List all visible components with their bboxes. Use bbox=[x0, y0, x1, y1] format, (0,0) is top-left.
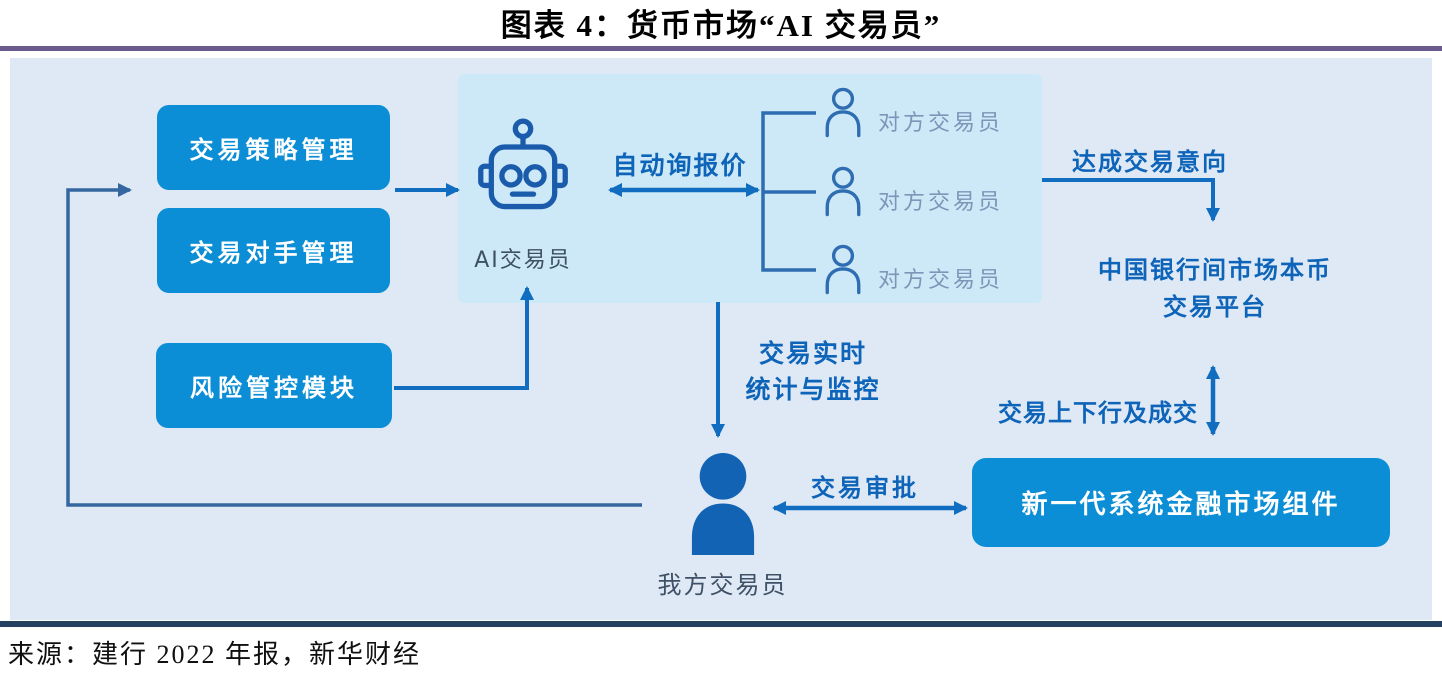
monitor-label-line1: 交易实时 bbox=[758, 339, 867, 368]
our-trader-node: 我方交易员 bbox=[655, 452, 790, 600]
person-outline-icon bbox=[825, 166, 861, 217]
robot-icon bbox=[478, 118, 568, 210]
quote-label: 自动询报价 bbox=[612, 151, 748, 180]
module-risk: 风险管控模块 bbox=[156, 343, 392, 428]
platform-label: 中国银行间市场本币 交易平台 bbox=[1090, 252, 1340, 326]
person-outline-icon bbox=[825, 87, 861, 138]
counterparty-row: 对方交易员 bbox=[820, 85, 1003, 141]
figure-title: 图表 4：货币市场“AI 交易员” bbox=[500, 8, 942, 43]
platform-label-line1: 中国银行间市场本币 bbox=[1098, 256, 1332, 284]
counterparty-row: 对方交易员 bbox=[820, 164, 1003, 220]
figure-bottom-divider bbox=[0, 621, 1442, 627]
module-counterparty: 交易对手管理 bbox=[157, 208, 390, 293]
counterparty-label: 对方交易员 bbox=[878, 268, 1004, 293]
module-counterparty-label: 交易对手管理 bbox=[189, 239, 358, 267]
system-component-box: 新一代系统金融市场组件 bbox=[972, 458, 1390, 547]
system-component-label: 新一代系统金融市场组件 bbox=[1021, 490, 1341, 520]
monitor-label-line2: 统计与监控 bbox=[745, 375, 881, 404]
diagram-canvas: 交易策略管理 交易对手管理 风险管控模块 AI交易员 自动询报价 bbox=[10, 58, 1432, 620]
counterparty-row: 对方交易员 bbox=[820, 242, 1003, 298]
counterparty-label: 对方交易员 bbox=[878, 111, 1004, 136]
person-solid-icon bbox=[691, 452, 754, 555]
intent-elbow-arrow bbox=[1042, 178, 1220, 222]
ai-trader-node: AI交易员 bbox=[471, 118, 575, 274]
person-outline-icon bbox=[825, 244, 861, 295]
platform-label-line2: 交易平台 bbox=[1163, 293, 1267, 321]
intent-label: 达成交易意向 bbox=[1072, 148, 1228, 176]
risk-to-ai-arrow bbox=[394, 286, 534, 390]
ai-trader-label: AI交易员 bbox=[474, 248, 572, 273]
module-risk-label: 风险管控模块 bbox=[190, 374, 358, 402]
approval-label: 交易审批 bbox=[811, 474, 919, 502]
monitor-label: 交易实时 统计与监控 bbox=[733, 336, 893, 408]
title-divider bbox=[0, 46, 1442, 51]
updown-label: 交易上下行及成交 bbox=[998, 399, 1198, 427]
counterparty-label: 对方交易员 bbox=[878, 190, 1004, 215]
source-note: 来源：建行 2022 年报，新华财经 bbox=[8, 640, 422, 669]
module-strategy: 交易策略管理 bbox=[157, 105, 390, 190]
our-trader-label: 我方交易员 bbox=[657, 571, 788, 599]
module-strategy-label: 交易策略管理 bbox=[189, 136, 358, 164]
